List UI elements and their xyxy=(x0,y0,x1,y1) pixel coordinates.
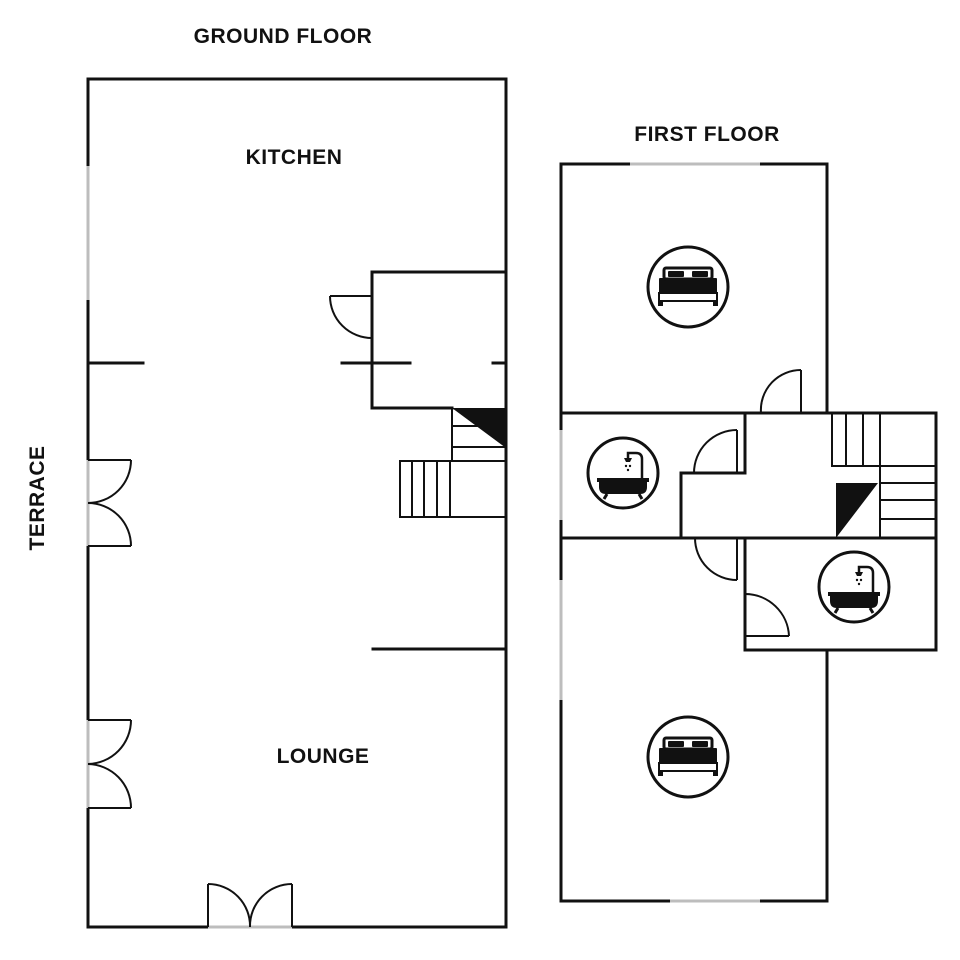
terrace-label: TERRACE xyxy=(26,445,49,550)
bed-icon xyxy=(646,245,730,329)
ground-floor-title: GROUND FLOOR xyxy=(194,25,373,48)
ground-outer-wall xyxy=(86,77,508,929)
bathroom-1-door xyxy=(693,429,738,474)
front-double-door xyxy=(207,883,293,929)
stairs-outline xyxy=(831,413,881,538)
bathroom-2-door xyxy=(744,592,790,637)
bathtub-icon xyxy=(817,550,891,624)
stair-void xyxy=(452,408,506,448)
terrace-double-door xyxy=(86,459,132,547)
utility-room-wall xyxy=(370,270,508,410)
stair-void xyxy=(836,483,878,538)
first-floor-title: FIRST FLOOR xyxy=(634,123,780,146)
kitchen-label: KITCHEN xyxy=(246,146,343,169)
bathtub-icon xyxy=(586,436,660,510)
bedroom-1-door xyxy=(759,368,802,414)
bathroom-2-wall xyxy=(743,536,938,652)
lounge-label: LOUNGE xyxy=(277,745,370,768)
terrace-double-door xyxy=(86,719,132,809)
door-swing xyxy=(329,295,373,339)
stairs-outline xyxy=(399,408,506,518)
ground-floor-plan xyxy=(86,77,508,929)
landing-wall xyxy=(679,471,747,540)
bed-icon xyxy=(646,715,730,799)
bedroom-2-door xyxy=(694,537,738,581)
first-floor-plan xyxy=(559,162,938,903)
